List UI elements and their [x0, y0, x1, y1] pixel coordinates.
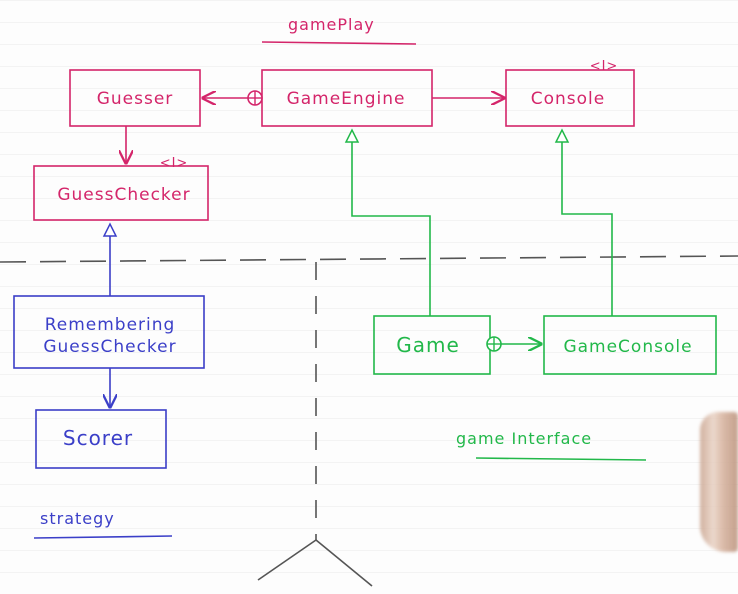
class-label-remembering-line1: Remembering — [45, 315, 176, 335]
class-label-guesschecker: GuessChecker — [57, 185, 190, 205]
class-label-gameengine: GameEngine — [287, 89, 406, 109]
generalization-triangle-icon — [344, 128, 360, 143]
class-guesser: Guesser — [69, 69, 201, 127]
class-label-game: Game — [396, 333, 460, 357]
class-scorer: Scorer — [35, 409, 167, 469]
class-gameconsole: GameConsole — [543, 315, 717, 375]
interface-stereotype-guesschecker: <I> — [160, 156, 189, 171]
class-rememberingguesschecker: Remembering GuessChecker — [13, 295, 205, 369]
class-label-scorer: Scorer — [63, 426, 133, 450]
class-game: Game — [373, 315, 491, 375]
interface-stereotype-console: <I> — [590, 59, 619, 74]
package-label-gameinterface: game Interface — [456, 429, 592, 448]
package-divider-horizontal — [0, 255, 738, 263]
realization-gameconsole-console — [554, 128, 613, 316]
class-label-console: Console — [531, 89, 606, 109]
nesting-gameengine-guesser — [203, 90, 263, 106]
package-label-gameplay: gamePlay — [288, 15, 375, 34]
class-gameengine: GameEngine — [261, 69, 433, 127]
nesting-game-gameconsole — [486, 336, 541, 352]
package-divider-vertical — [257, 262, 373, 587]
realization-triangle-icon — [102, 222, 118, 237]
package-label-underline — [261, 41, 417, 45]
class-label-gameconsole: GameConsole — [563, 337, 692, 357]
realization-rememberingguesschecker-guesschecker — [102, 222, 118, 296]
package-label-strategy: strategy — [40, 509, 115, 528]
realization-triangle-icon — [554, 128, 570, 143]
generalization-game-gameengine — [344, 128, 431, 316]
class-label-remembering-line2: GuessChecker — [43, 337, 176, 357]
presenter-hand-image — [700, 412, 738, 552]
class-guesschecker: GuessChecker <I> — [33, 156, 209, 221]
package-strategy: strategy — [33, 509, 173, 539]
package-label-underline — [475, 457, 647, 461]
package-label-underline — [33, 535, 173, 539]
package-gameplay: gamePlay — [261, 15, 417, 45]
package-gameinterface: game Interface — [456, 429, 647, 461]
class-console: Console <I> — [505, 59, 635, 127]
class-label-guesser: Guesser — [97, 89, 174, 109]
